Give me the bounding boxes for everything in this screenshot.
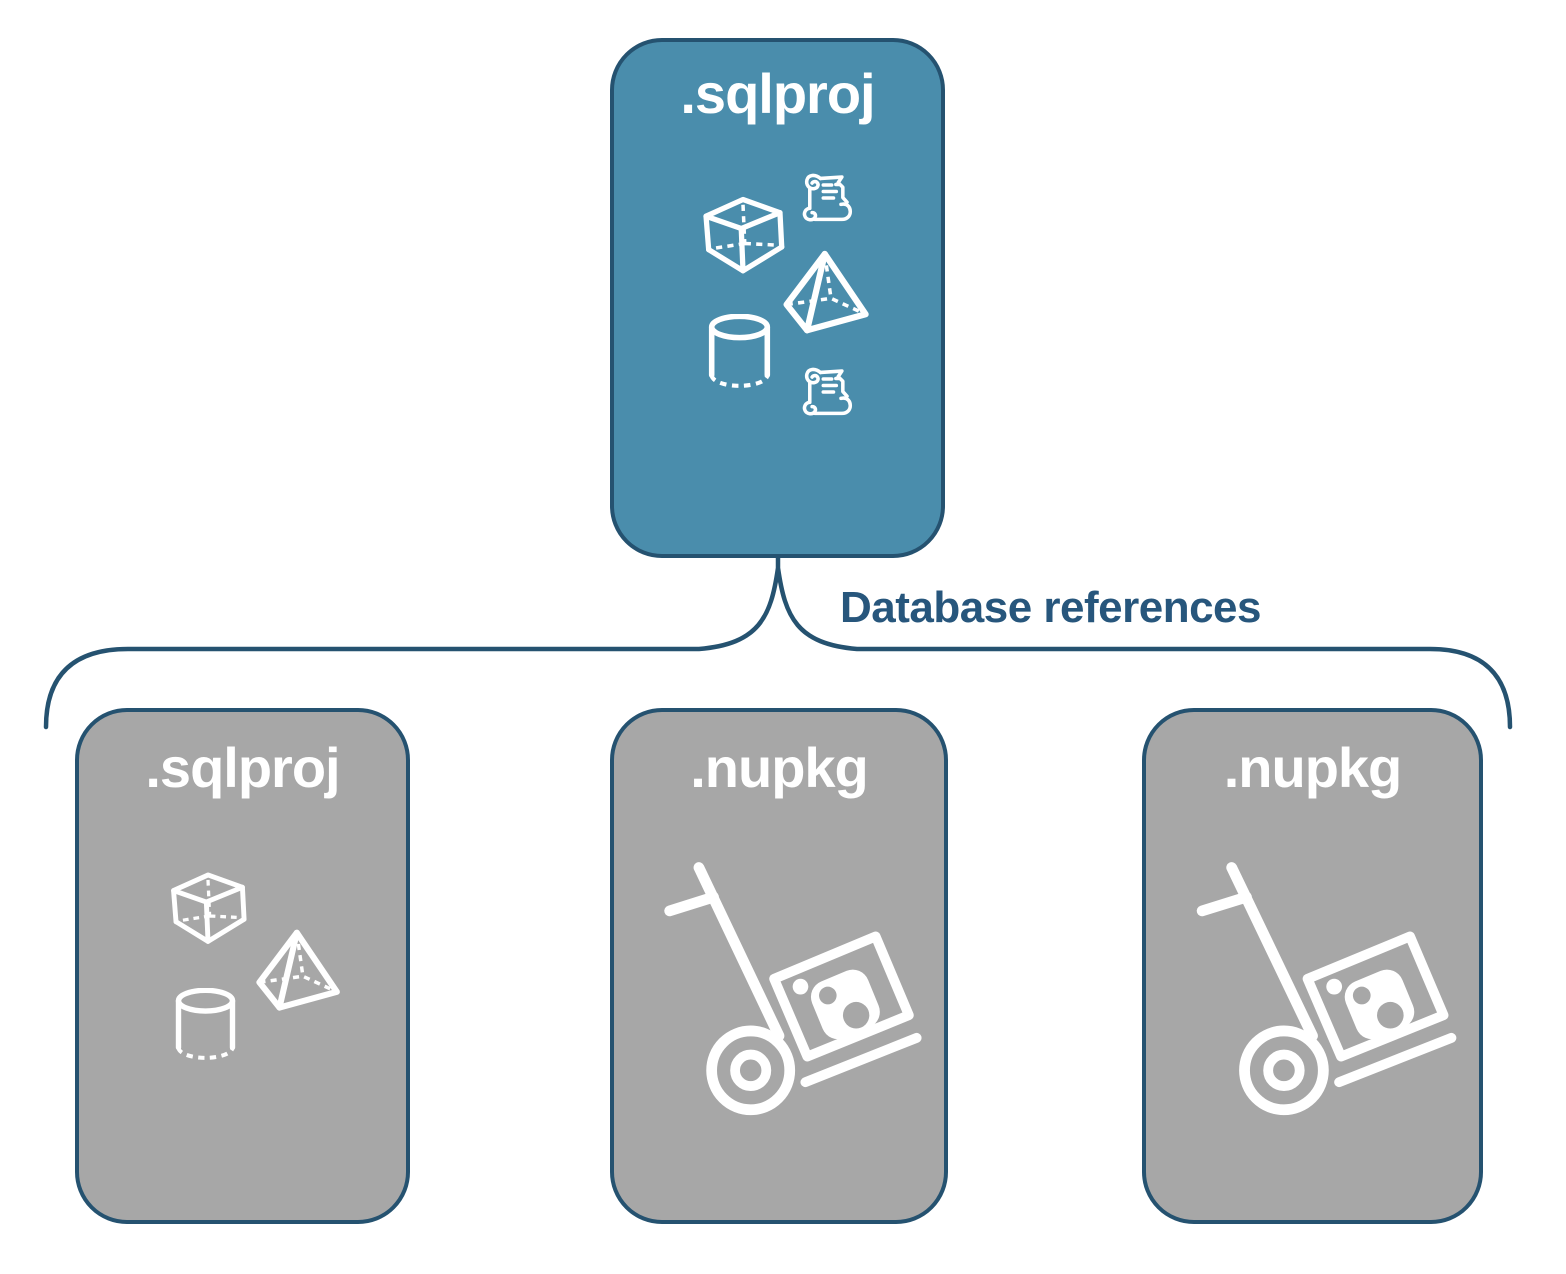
nuget-blob-hole-large xyxy=(842,1001,870,1029)
cube-icon xyxy=(703,196,785,274)
pyramid-icon xyxy=(783,250,869,334)
child-box-title: .sqlproj xyxy=(145,736,340,799)
cylinder-icon xyxy=(708,314,771,388)
dolly-wheel-hub xyxy=(730,1049,772,1092)
dolly-grip xyxy=(664,891,719,917)
dolly-wheel xyxy=(706,1025,796,1116)
nuget-package-box xyxy=(1302,931,1449,1062)
brace-path xyxy=(43,554,1513,730)
child-box-nupkg-1: .nupkg xyxy=(610,708,948,1224)
child-box-sqlproj: .sqlproj xyxy=(75,708,410,1224)
package-dolly-icon xyxy=(1196,862,1457,1116)
dolly-grip xyxy=(1196,891,1252,917)
nuget-blob-hole-large xyxy=(1377,1001,1404,1029)
dolly-wheel-hub xyxy=(1263,1049,1305,1092)
pyramid-icon xyxy=(256,929,340,1011)
connector-label: Database references xyxy=(840,583,1261,632)
cylinder-icon xyxy=(175,988,236,1060)
cube-icon xyxy=(171,872,247,944)
scroll-icon xyxy=(802,367,853,416)
child-box-nupkg-2: .nupkg xyxy=(1142,708,1483,1224)
nuget-blob-hole-small xyxy=(819,986,837,1005)
nuget-package-box xyxy=(769,931,914,1062)
nuget-dot xyxy=(1326,978,1343,995)
nuget-blob-hole-small xyxy=(1352,986,1371,1005)
package-dolly-icon xyxy=(664,862,922,1116)
dolly-baseplate xyxy=(1334,1032,1457,1088)
dolly-baseplate xyxy=(800,1032,922,1088)
nuget-dot xyxy=(792,978,809,995)
scroll-icon xyxy=(802,173,853,222)
dolly-wheel xyxy=(1239,1025,1329,1116)
child-box-title: .nupkg xyxy=(1223,736,1403,799)
root-box-title: .sqlproj xyxy=(680,62,875,125)
root-box-sqlproj: .sqlproj xyxy=(610,38,945,558)
child-box-title: .nupkg xyxy=(690,736,869,799)
